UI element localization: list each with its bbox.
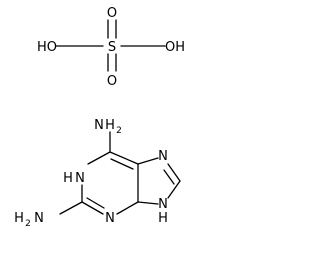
bond-c5-n7 [137,157,159,165]
atom-left-nh-n: N [75,171,85,186]
bond-c6-n1 [87,151,111,165]
atom-left-amine-sub: 2 [25,219,31,229]
atom-oxygen-top: O [107,6,117,21]
bond-c2-nh2 [59,201,83,215]
bond-c2-n3-a [81,201,104,215]
bond-c8-n9 [167,180,181,199]
atom-top-amine-n: N [94,118,104,133]
atom-left-amine-n: N [34,211,44,226]
bond-n3-c4 [116,201,139,215]
atom-top-amine-h: H [105,118,115,133]
bond-c2-n3-b [86,197,105,209]
atom-oh-right: OH [165,40,185,55]
structure-canvas: HO S OH O O N H 2 H N H 2 N N N N [14,6,185,229]
atom-top-amine-sub: 2 [116,126,122,136]
atom-ring-n-right-upper: N [158,149,168,164]
atom-ring-n-right-lower: N [158,197,168,212]
bond-n7-c8-b [163,169,175,185]
sulfuric-acid: HO S OH O O [37,6,185,89]
atom-left-nh-h: H [63,171,73,186]
atom-imidazole-h: H [158,211,168,226]
bond-n7-c8-a [167,163,181,182]
bond-c5-c6-a [109,151,139,165]
atom-sulfur: S [108,40,116,55]
atom-ho-left: HO [37,40,57,55]
bond-c5-c6-b [110,158,134,170]
bond-n9-c4 [137,201,159,205]
atom-oxygen-bottom: O [107,74,117,89]
diaminopurine: N H 2 H N H 2 N N N N H [14,118,181,229]
atom-ring-n-lower: N [105,211,115,226]
atom-left-amine-h: H [14,211,24,226]
